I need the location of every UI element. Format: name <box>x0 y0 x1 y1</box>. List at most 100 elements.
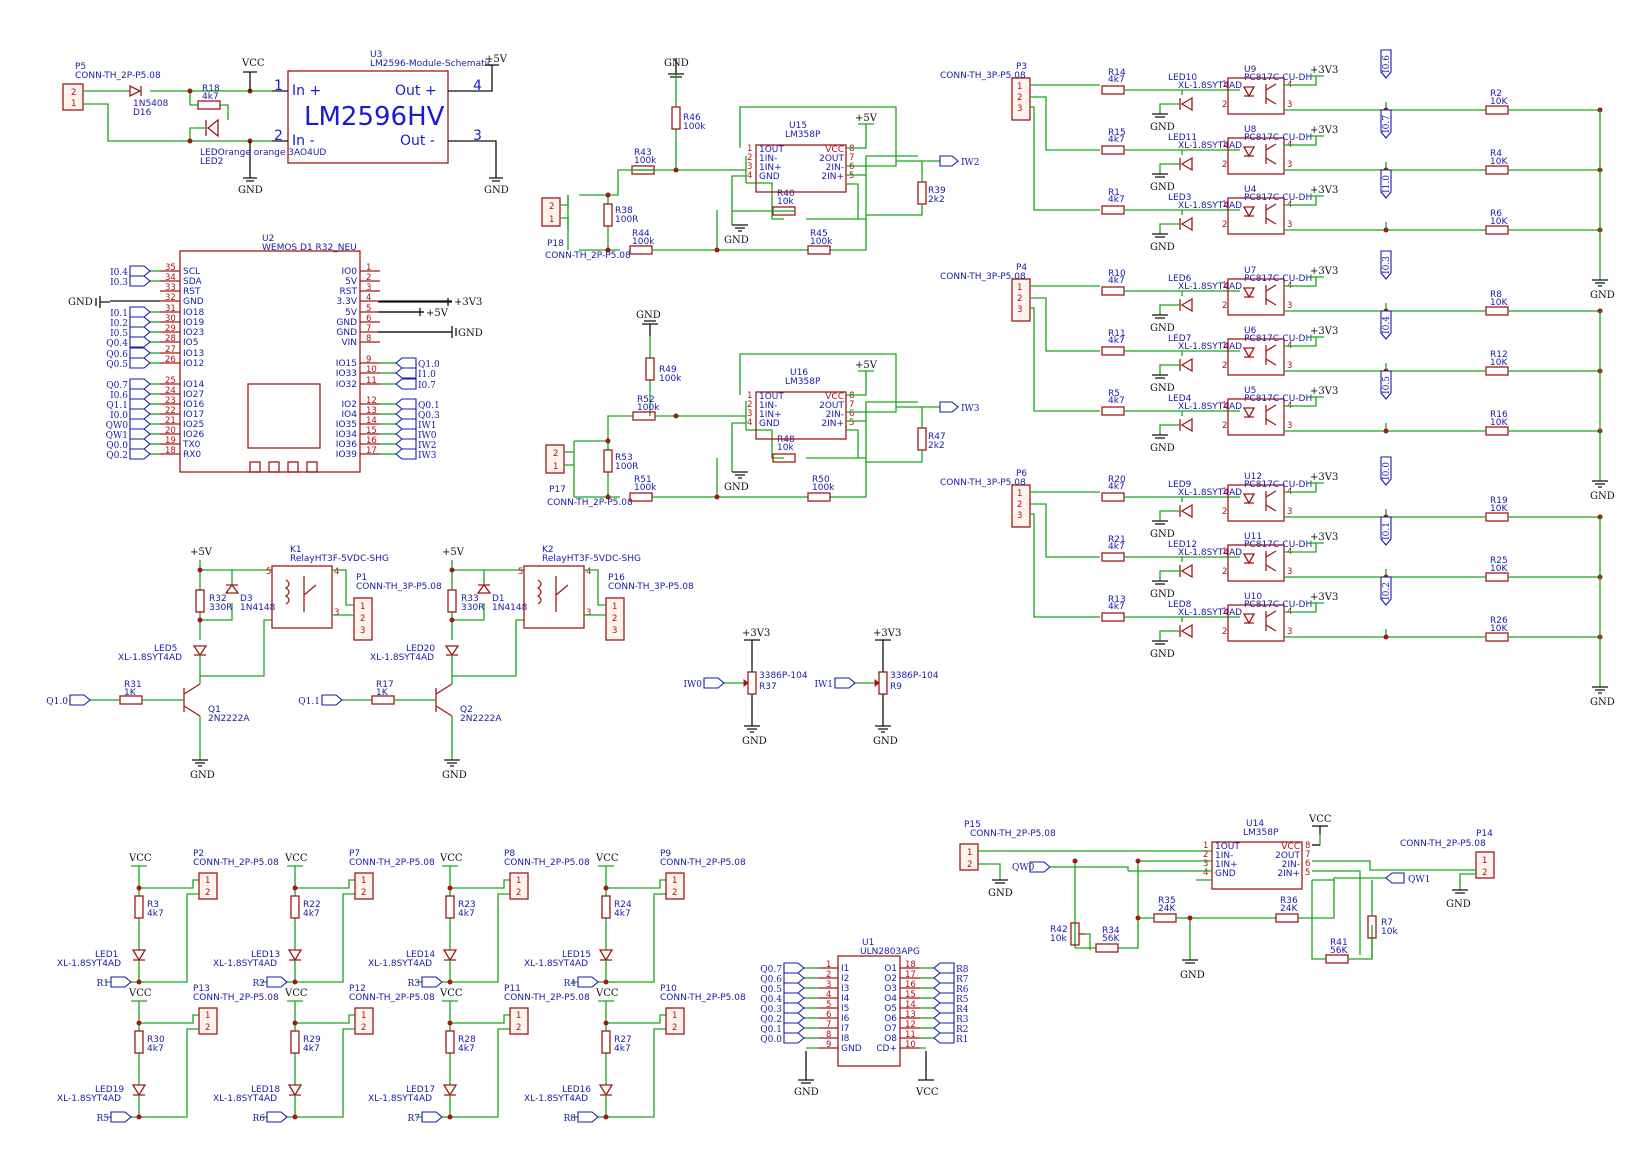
connector-ref: P10 <box>660 984 677 994</box>
resistor-ref: R14 <box>1108 68 1126 78</box>
u2-pin-number: 31 <box>165 304 176 314</box>
opto-value: PC817C-CU-DH <box>1244 480 1312 490</box>
junction <box>136 1020 142 1026</box>
led-ref: LED14 <box>406 950 435 960</box>
u1-pin-number: 10 <box>905 1040 916 1050</box>
opto-transistor <box>1265 83 1277 105</box>
gnd-label: GND <box>1150 589 1175 600</box>
u2-net-flag <box>395 357 417 369</box>
u1-pin-name: I1 <box>841 964 849 974</box>
u2-net-flag <box>129 357 151 369</box>
u2-pin-name: IO14 <box>183 380 204 390</box>
vcc-label: VCC <box>128 988 152 999</box>
pin-number: 1 <box>1222 341 1227 351</box>
u2-pin-name: IO15 <box>336 359 357 369</box>
resistor-r21 <box>1101 552 1125 562</box>
junction <box>447 979 453 985</box>
lm358-pin-name: 2IN+ <box>821 419 844 429</box>
u1-input-net: Q0.3 <box>760 1005 782 1015</box>
gnd-label: GND <box>1150 182 1175 193</box>
u2-pin-number: 19 <box>165 436 176 446</box>
u1-output-flag <box>933 992 955 1004</box>
qw1-net-flag <box>1385 872 1405 884</box>
wire <box>1124 556 1240 562</box>
r7-ref: R7 <box>1381 918 1393 928</box>
resistor-ref: R6 <box>1490 209 1502 219</box>
output-channel-r1: VCCR34k7LED1XL-1.8SYT4ADR112P2CONN-TH_2P… <box>57 849 279 989</box>
pin-number: 1 <box>1222 487 1227 497</box>
gnd-label: GND <box>794 1087 819 1098</box>
input-net-label: I0.1 <box>1382 522 1392 540</box>
pin-number: 1 <box>516 876 521 886</box>
relay-coil <box>536 576 569 612</box>
u2-pin-number: 5 <box>366 304 371 314</box>
input-net-flag <box>1380 370 1392 400</box>
wire <box>138 1028 199 1118</box>
resistor-r2 <box>1485 105 1509 115</box>
input-net-flag <box>1380 516 1392 546</box>
u1-pin-number: 18 <box>905 960 916 970</box>
p5v-label: +5V <box>426 308 449 319</box>
wire <box>1030 84 1100 211</box>
d16-ref: D16 <box>133 108 152 118</box>
u2-net-flag <box>129 398 151 410</box>
resistor-value: 10K <box>1490 624 1508 634</box>
u2-pin-number: 3 <box>366 283 371 293</box>
connector-value: CONN-TH_2P-P5.08 <box>660 858 746 868</box>
u2-net-label: I0.7 <box>418 381 436 391</box>
u15-lm358 <box>755 144 847 193</box>
connector-p2 <box>198 872 218 900</box>
junction <box>447 885 453 891</box>
u2-pin-number: 29 <box>165 324 176 334</box>
connector-p9 <box>665 872 685 900</box>
opto-transistor <box>1265 203 1277 225</box>
input-net-label: I0.6 <box>1382 55 1392 73</box>
u3-in-plus: In + <box>292 83 321 99</box>
opto-value: PC817C-CU-DH <box>1244 133 1312 143</box>
p17-ref: P17 <box>549 485 566 495</box>
p3v3-label: +3V3 <box>1310 472 1338 483</box>
resistor-r10 <box>1101 286 1125 296</box>
diode-value: 1N4148 <box>492 603 528 613</box>
u1-pin-name: O4 <box>884 994 897 1004</box>
gnd-label: GND <box>1150 383 1175 394</box>
output-net-label: R8 <box>563 1114 576 1124</box>
junction <box>1383 428 1389 434</box>
u2-pin-number: 9 <box>366 355 371 365</box>
resistor-ref: R27 <box>614 1035 632 1045</box>
connector-p1 <box>353 597 373 641</box>
u2-pin-number: 21 <box>165 416 176 426</box>
u1-output-net: R2 <box>956 1025 969 1035</box>
pin-number: 3 <box>1017 511 1022 521</box>
gnd-symbol <box>1152 640 1168 645</box>
gnd-symbol <box>1152 374 1168 379</box>
u2-pin-name: RX0 <box>183 450 201 460</box>
opto-transistor <box>1265 610 1277 632</box>
u2-net-label: QW1 <box>106 431 128 441</box>
opto-led <box>1242 407 1256 419</box>
r45-ref: R45 <box>810 229 828 239</box>
junction <box>136 979 142 985</box>
resistor-value: 10K <box>1490 418 1508 428</box>
optocoupler-u8 <box>1227 137 1285 175</box>
wire <box>1284 222 1470 231</box>
wire <box>451 619 524 677</box>
svg-text:2: 2 <box>549 202 554 212</box>
lm358-pin-name: 1IN+ <box>759 163 782 173</box>
u2-net-flag <box>129 306 151 318</box>
resistor-value: 4k7 <box>1108 602 1125 612</box>
p5v-label: +5V <box>855 360 878 371</box>
pot-ref: R37 <box>759 682 777 692</box>
wire <box>1124 290 1240 296</box>
resistor-r14 <box>1101 85 1125 95</box>
opto-value: PC817C-CU-DH <box>1244 274 1312 284</box>
opto-ref: U11 <box>1244 532 1262 542</box>
connector-ref: P9 <box>660 849 671 859</box>
resistor-value: 4k7 <box>614 1044 631 1054</box>
gnd-label: GND <box>1590 697 1615 708</box>
opto-led <box>1242 347 1256 359</box>
relay-ref: K1 <box>290 545 302 555</box>
